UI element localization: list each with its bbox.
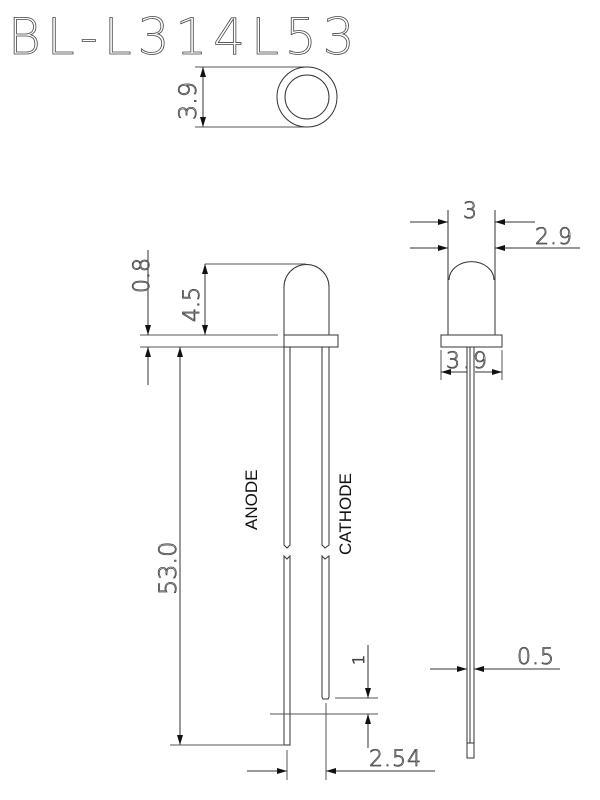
dim-lens-inner-width: 2.9: [535, 225, 573, 250]
side-lens-dome: [448, 261, 495, 281]
anode-lead-lower: [283, 554, 291, 746]
top-view: 3.9: [174, 66, 338, 128]
dim-lead-length: 53.0: [154, 542, 182, 595]
dim-flange-thickness: 0.8: [130, 258, 155, 293]
lens-inner-circle: [284, 74, 330, 120]
lens-body: [283, 264, 330, 335]
dim-flange-width: 3.9: [446, 349, 490, 374]
dim-lead-width: 0.5: [517, 645, 555, 670]
cathode-lead-upper: [321, 347, 330, 549]
side-view: 3 2.9 3.9 0.5: [410, 199, 580, 759]
dim-lead-spacing: 2.54: [369, 747, 422, 772]
anode-lead-upper: [283, 347, 291, 549]
part-number-title: BL-L314L53: [8, 8, 361, 66]
front-view: 0.8 4.5 53.0 ANODE CATHODE 1 2.54: [130, 250, 435, 780]
cathode-label: CATHODE: [336, 473, 355, 555]
dim-lens-height: 4.5: [180, 287, 205, 322]
cathode-lead-lower: [321, 554, 330, 700]
side-flange: [440, 334, 503, 348]
anode-label: ANODE: [242, 470, 261, 530]
dim-lead-step: 1: [349, 655, 368, 665]
lens-outer-circle: [276, 66, 338, 128]
flange: [283, 334, 339, 348]
dim-lens-width: 3: [463, 199, 477, 224]
dim-top-diameter: 3.9: [174, 82, 202, 120]
